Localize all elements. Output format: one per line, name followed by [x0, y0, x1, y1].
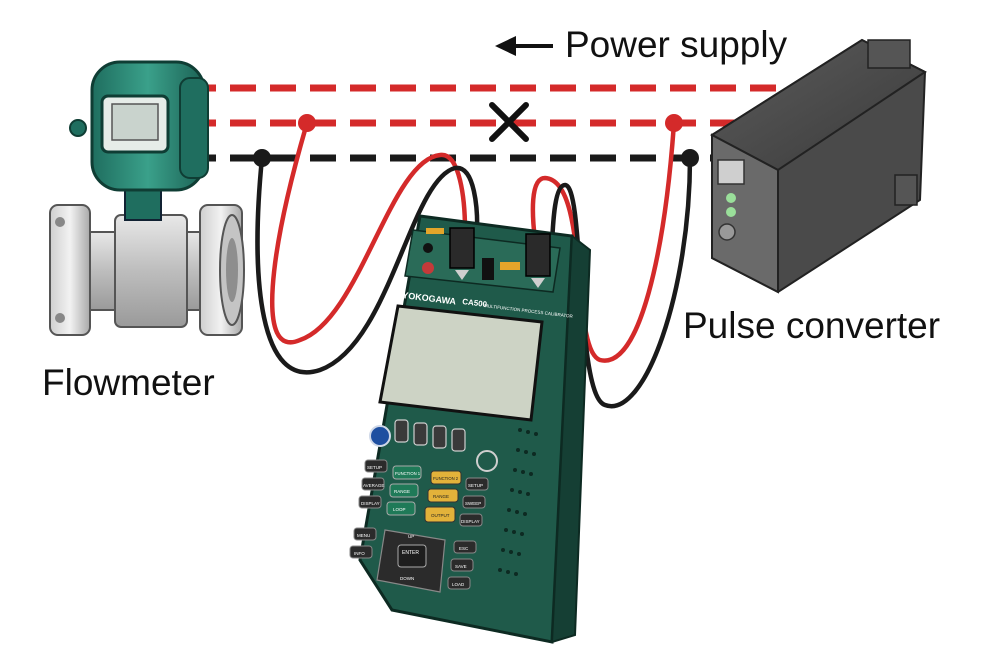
- key-function2: FUNCTION 2: [433, 476, 459, 481]
- key-setup-right: SETUP: [468, 483, 483, 488]
- lead-black-right: [549, 155, 693, 409]
- key-load: LOAD: [452, 582, 465, 587]
- arrow-left-icon: [495, 36, 553, 56]
- pulse-converter: [710, 38, 927, 294]
- key-average: AVERAGE: [363, 483, 384, 488]
- pulse-converter-label: Pulse converter: [683, 305, 941, 346]
- lead-red-left: [269, 120, 468, 345]
- key-range2: RANGE: [433, 494, 449, 499]
- key-sweep: SWEEP: [465, 501, 481, 506]
- flowmeter-label: Flowmeter: [42, 362, 215, 403]
- key-up: UP: [408, 534, 414, 539]
- key-loop: LOOP: [393, 507, 406, 512]
- key-info: INFO: [354, 551, 365, 556]
- key-display-left: DISPLAY: [361, 501, 380, 506]
- key-function1: FUNCTION 1: [395, 471, 421, 476]
- key-setup-left: SETUP: [367, 465, 382, 470]
- key-output: OUTPUT: [431, 513, 450, 518]
- calibrator: YOKOGAWA CA500 MULTIFUNCTION PROCESS CAL…: [349, 214, 592, 644]
- key-down: DOWN: [400, 576, 414, 581]
- key-enter: ENTER: [402, 550, 419, 556]
- key-display-right: DISPLAY: [461, 519, 480, 524]
- backlight-icon: [476, 450, 498, 472]
- key-menu: MENU: [357, 533, 370, 538]
- power-supply-label: Power supply: [565, 24, 788, 65]
- key-esc: ESC: [459, 546, 469, 551]
- cross-mark-icon: [489, 102, 529, 142]
- key-range1: RANGE: [394, 489, 410, 494]
- power-icon: [369, 425, 391, 447]
- key-save: SAVE: [455, 564, 467, 569]
- enter-key: [397, 544, 427, 568]
- lead-black-left: [255, 155, 480, 375]
- model-label: CA500: [462, 297, 488, 309]
- flowmeter: [49, 60, 245, 336]
